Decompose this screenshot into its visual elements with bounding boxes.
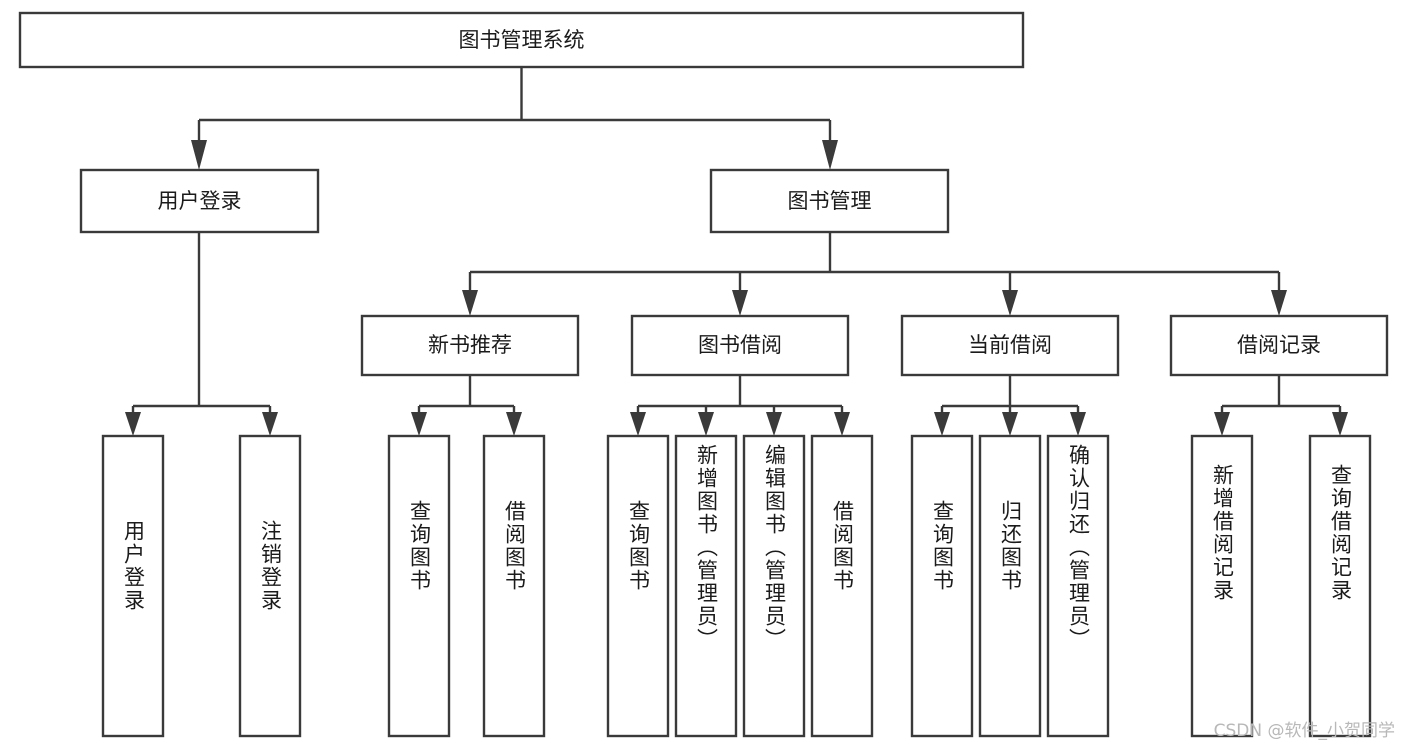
node-user-login[interactable]: 用户登录 bbox=[79, 168, 320, 234]
arrow-current-borrow-leaf-1-icon bbox=[1002, 412, 1018, 436]
arrow-to-borrow-record-icon bbox=[1271, 290, 1287, 316]
arrow-to-new-book-icon bbox=[462, 290, 478, 316]
arrow-user-login-leaf-1-icon bbox=[262, 412, 278, 436]
node-root[interactable]: 图书管理系统 bbox=[18, 11, 1025, 69]
node-current-borrow-box[interactable] bbox=[900, 314, 1120, 377]
arrow-book-borrow-leaf-2-icon bbox=[766, 412, 782, 436]
leaf-box-book-borrow-0[interactable] bbox=[606, 434, 670, 738]
node-current-borrow-label: 当前借阅 bbox=[968, 333, 1052, 357]
arrow-new-book-leaf-0-icon bbox=[411, 412, 427, 436]
csdn-watermark: CSDN @软件_小贺同学 bbox=[1213, 721, 1395, 741]
arrow-root-to-user-login-icon bbox=[191, 140, 207, 170]
connector-group-book-borrow bbox=[630, 375, 850, 436]
node-book-manage-label: 图书管理 bbox=[788, 189, 872, 213]
node-book-manage[interactable]: 图书管理 bbox=[709, 168, 950, 234]
leaf-box-book-borrow-3[interactable] bbox=[810, 434, 874, 738]
arrow-root-to-book-manage-icon bbox=[822, 140, 838, 170]
node-root-label: 图书管理系统 bbox=[459, 28, 585, 52]
arrow-user-login-leaf-0-icon bbox=[125, 412, 141, 436]
leaf-box-current-borrow-1[interactable] bbox=[978, 434, 1042, 738]
node-book-manage-box[interactable] bbox=[709, 168, 950, 234]
leaf-box-borrow-record-1[interactable] bbox=[1308, 434, 1372, 738]
node-new-book-box[interactable] bbox=[360, 314, 580, 377]
arrow-book-borrow-leaf-1-icon bbox=[698, 412, 714, 436]
arrow-borrow-record-leaf-1-icon bbox=[1332, 412, 1348, 436]
connector-group-root bbox=[191, 67, 838, 170]
leaf-box-new-book-1[interactable] bbox=[482, 434, 546, 738]
connector-group-new-book bbox=[411, 375, 522, 436]
node-borrow-record-box[interactable] bbox=[1169, 314, 1389, 377]
arrow-book-borrow-leaf-3-icon bbox=[834, 412, 850, 436]
arrow-borrow-record-leaf-0-icon bbox=[1214, 412, 1230, 436]
arrow-current-borrow-leaf-0-icon bbox=[934, 412, 950, 436]
leaf-box-book-borrow-1[interactable] bbox=[674, 434, 738, 738]
node-current-borrow[interactable]: 当前借阅 bbox=[900, 314, 1120, 377]
node-book-borrow-label: 图书借阅 bbox=[698, 333, 782, 357]
arrow-new-book-leaf-1-icon bbox=[506, 412, 522, 436]
leaf-box-book-borrow-2[interactable] bbox=[742, 434, 806, 738]
node-root-box[interactable] bbox=[18, 11, 1025, 69]
node-user-login-box[interactable] bbox=[79, 168, 320, 234]
node-book-borrow[interactable]: 图书借阅 bbox=[630, 314, 850, 377]
node-user-login-label: 用户登录 bbox=[158, 189, 242, 213]
connector-group-book-manage bbox=[462, 232, 1287, 316]
node-book-borrow-box[interactable] bbox=[630, 314, 850, 377]
arrow-current-borrow-leaf-2-icon bbox=[1070, 412, 1086, 436]
arrow-to-current-borrow-icon bbox=[1002, 290, 1018, 316]
leaf-box-user-login-0[interactable] bbox=[101, 434, 165, 738]
leaf-box-current-borrow-2[interactable] bbox=[1046, 434, 1110, 738]
leaf-box-new-book-0[interactable] bbox=[387, 434, 451, 738]
leaf-box-borrow-record-0[interactable] bbox=[1190, 434, 1254, 738]
leaf-box-current-borrow-0[interactable] bbox=[910, 434, 974, 738]
connector-group-user-login bbox=[125, 232, 278, 436]
node-new-book[interactable]: 新书推荐 bbox=[360, 314, 580, 377]
connector-group-current-borrow bbox=[934, 375, 1086, 436]
arrow-to-book-borrow-icon bbox=[732, 290, 748, 316]
leaf-box-user-login-1[interactable] bbox=[238, 434, 302, 738]
node-borrow-record[interactable]: 借阅记录 bbox=[1169, 314, 1389, 377]
arrow-book-borrow-leaf-0-icon bbox=[630, 412, 646, 436]
connector-group-borrow-record bbox=[1214, 375, 1348, 436]
node-borrow-record-label: 借阅记录 bbox=[1237, 333, 1321, 357]
node-new-book-label: 新书推荐 bbox=[428, 333, 512, 357]
